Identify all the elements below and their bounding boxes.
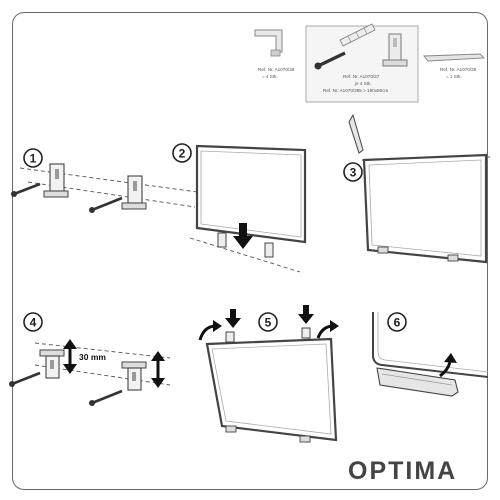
step-3: 3 <box>343 113 491 264</box>
part-ref-line: Ref. Nr. A1070/38 <box>258 67 295 72</box>
wall-bracket-icon <box>382 33 408 67</box>
dimension-arrow-icon <box>151 351 165 388</box>
step-6: 6 <box>372 312 489 397</box>
curved-arrow-icon <box>439 353 457 378</box>
corner-piece-icon <box>348 113 364 154</box>
arrow-down-icon <box>225 309 241 328</box>
step-number: 3 <box>350 166 357 180</box>
whiteboard <box>195 144 307 244</box>
whiteboard-corner <box>372 312 489 378</box>
part-ref-line: = 4 Stk. <box>262 74 278 79</box>
part-corner-piece: Ref. Nr. A1070/38 = 4 Stk. <box>254 29 295 79</box>
step-number: 6 <box>394 316 401 330</box>
wall-plug-icon <box>339 23 376 47</box>
arrow-down-icon <box>298 305 314 324</box>
screw-icon <box>11 182 41 197</box>
step-number: 1 <box>30 152 37 166</box>
part-ref-line: Ref. Nr. A1070/385 > 180x80cm <box>323 88 388 93</box>
wall-bracket-icon <box>39 349 65 379</box>
step-2: 2 <box>172 143 307 273</box>
screw-icon <box>9 371 41 387</box>
part-ref-line: Ref. Nr. A1070/38 <box>440 67 477 72</box>
step-number: 2 <box>179 147 186 161</box>
part-ref-line: = 1 Stk. <box>446 74 462 79</box>
step-marker <box>387 312 407 332</box>
part-pen-tray: Ref. Nr. A1070/38 = 1 Stk. <box>423 53 486 79</box>
wall-bracket-icon <box>121 175 147 210</box>
wall-bracket-icon <box>217 232 274 258</box>
step-marker <box>172 143 192 163</box>
step-marker <box>23 148 43 168</box>
wall-bracket-icon <box>121 361 147 391</box>
screw-icon <box>314 51 346 70</box>
part-ref-line: Ref. Nr. A1070/37 <box>343 74 380 79</box>
step-marker <box>23 312 43 332</box>
brand-logo-text: OPTIMA <box>348 457 458 485</box>
dimension-label: 30 mm <box>79 352 106 362</box>
screw-icon <box>89 389 123 406</box>
curved-arrow-icon <box>198 320 222 341</box>
pen-tray-icon <box>376 367 459 397</box>
step-4: 4 30 mm <box>9 312 171 406</box>
curved-arrow-icon <box>316 320 339 339</box>
step-marker <box>258 312 278 332</box>
step-1: 1 <box>11 148 206 213</box>
part-wall-mount-set: Ref. Nr. A1070/37 je 4 Stk. Ref. Nr. A10… <box>305 23 419 103</box>
diagram-frame <box>12 12 488 490</box>
step-number: 4 <box>30 316 37 330</box>
whiteboard <box>362 153 488 264</box>
wall-bracket-icon <box>43 163 69 198</box>
screw-icon <box>89 196 123 213</box>
arrow-down-icon <box>233 223 253 249</box>
step-5: 5 <box>198 305 339 443</box>
step-number: 5 <box>265 316 272 330</box>
part-ref-line: je 4 Stk. <box>354 81 372 86</box>
dimension-arrow-icon <box>63 339 77 374</box>
step-marker <box>343 162 363 182</box>
whiteboard <box>205 337 338 442</box>
